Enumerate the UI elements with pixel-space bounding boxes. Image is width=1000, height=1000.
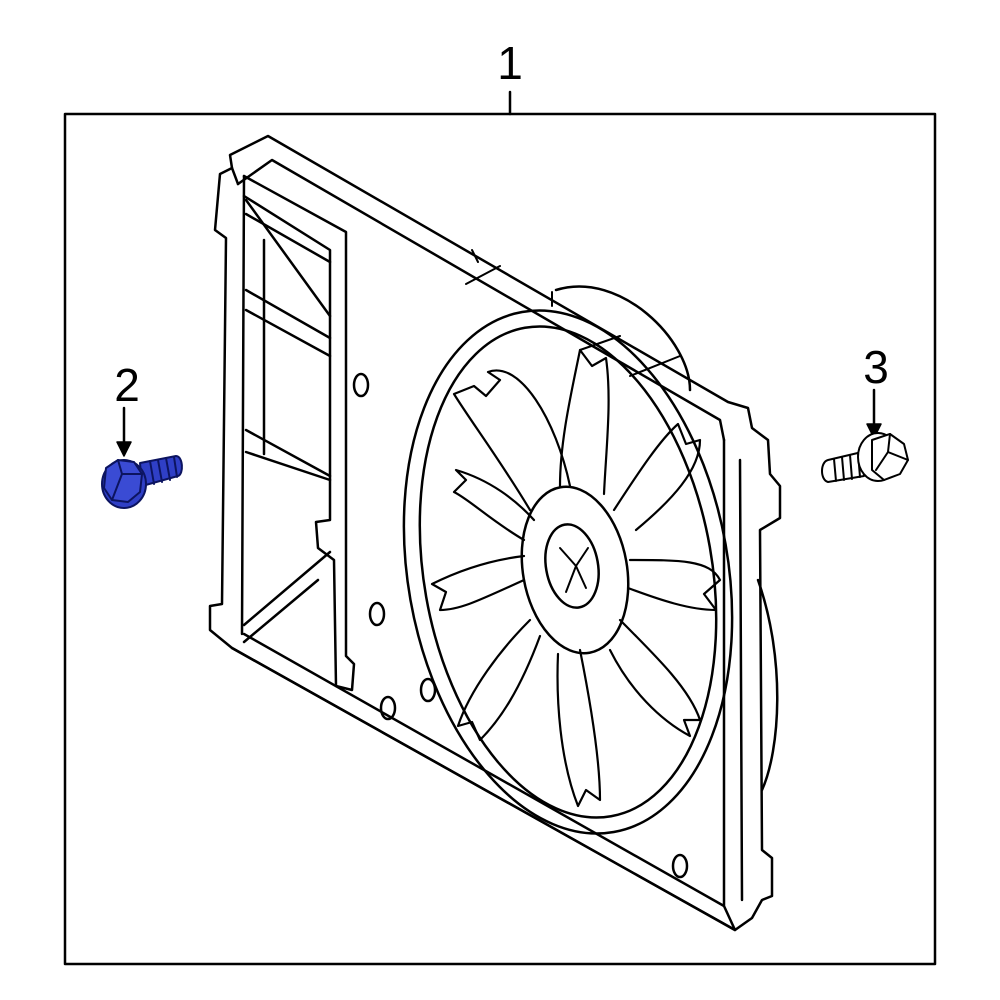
- fan-hub-inner: [544, 523, 600, 609]
- shroud-left-panel: [242, 174, 356, 692]
- bolt-3-threads: [833, 452, 861, 482]
- shroud-top-ribs: [465, 249, 681, 377]
- shroud-bottom-flange: [230, 438, 744, 932]
- flange-bolt-icon[interactable]: [821, 432, 909, 483]
- bolt-3-head: [871, 433, 909, 481]
- callout-number-2: 2: [114, 359, 140, 411]
- mount-hole: [368, 601, 386, 627]
- mount-hole: [419, 677, 437, 703]
- fan-hub-spokes: [559, 547, 589, 593]
- mount-hole: [379, 695, 397, 721]
- flange-bolt-icon[interactable]: [101, 455, 183, 509]
- callout-number-3: 3: [863, 341, 889, 393]
- callout-number-1: 1: [497, 37, 523, 89]
- fan-ring-outer: [402, 309, 734, 835]
- mount-hole: [671, 853, 689, 879]
- bolt-2-head: [103, 459, 143, 503]
- callout-2-arrowhead: [116, 441, 132, 457]
- fan-shroud-assembly-icon[interactable]: [208, 134, 782, 932]
- fan-hub-outer: [520, 485, 630, 655]
- bolt-2-threads: [149, 456, 178, 485]
- fan-ring-inner: [418, 325, 718, 819]
- motor-housing: [554, 285, 779, 792]
- shroud-outline: [208, 134, 782, 932]
- diagram-frame: [63, 112, 937, 966]
- callout-3-arrowhead: [866, 423, 882, 439]
- fan-blades: [430, 348, 722, 808]
- shroud-top-rail: [236, 158, 726, 442]
- mount-hole: [352, 372, 370, 398]
